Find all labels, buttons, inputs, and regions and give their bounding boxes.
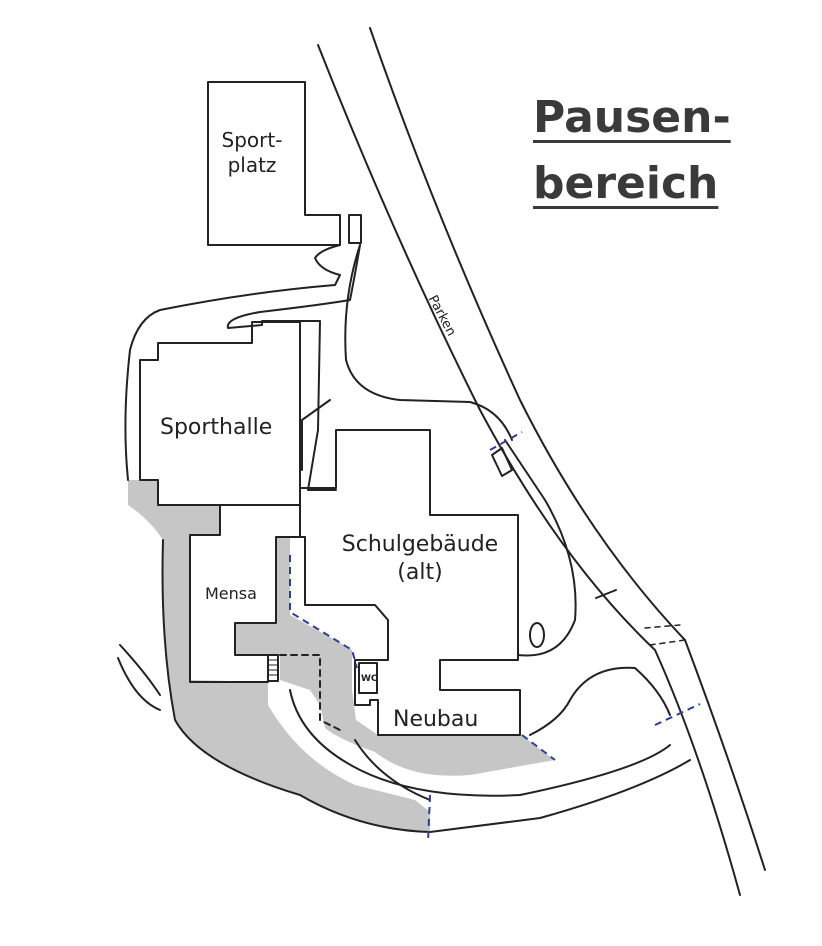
path-center-curve bbox=[344, 244, 513, 441]
neubau-side-curve bbox=[504, 439, 577, 657]
parking-marker bbox=[491, 447, 513, 477]
road-edge-right bbox=[369, 27, 766, 871]
covered-walkway bbox=[279, 654, 341, 731]
mensa-label: Mensa bbox=[205, 584, 257, 603]
neubau-label: Neubau bbox=[393, 707, 479, 732]
stair-lines bbox=[267, 659, 279, 676]
drive-loop bbox=[354, 739, 431, 801]
sportplatz-label-line-1: Sport- bbox=[221, 128, 283, 152]
round-planter bbox=[529, 622, 545, 648]
stairs bbox=[267, 654, 279, 682]
schulgebaeude-label: Schulgebäude (alt) bbox=[340, 531, 500, 586]
schulgebaeude-label-line-2: (alt) bbox=[397, 559, 443, 585]
path-southwest-edge bbox=[161, 539, 691, 833]
road-edge-left bbox=[317, 44, 741, 896]
path-left-arc bbox=[119, 644, 161, 696]
path-south-inner bbox=[289, 689, 671, 797]
sportplatz-small-shed bbox=[348, 214, 362, 244]
sportplatz-label: Sport- platz bbox=[212, 128, 292, 178]
path-upper-inner bbox=[226, 244, 361, 491]
sportplatz-label-line-2: platz bbox=[227, 153, 277, 177]
sporthalle-outline bbox=[139, 321, 301, 506]
school-complex-outline bbox=[189, 429, 521, 736]
schulgebaeude-label-line-1: Schulgebäude bbox=[341, 532, 499, 557]
east-exit-dashed bbox=[644, 624, 686, 646]
drive-loop-east bbox=[529, 666, 671, 736]
break-area-shading bbox=[128, 480, 555, 832]
path-upper-loop bbox=[124, 244, 341, 481]
map-title-line-2: bereich bbox=[533, 158, 719, 209]
map-title-line-1: Pausen- bbox=[533, 92, 731, 143]
path-left-arc-2 bbox=[117, 657, 161, 711]
break-area-boundary bbox=[289, 431, 701, 843]
parking-bay bbox=[595, 589, 617, 599]
sportplatz-outline bbox=[207, 81, 341, 246]
path-sporthalle-left bbox=[301, 399, 331, 471]
wc-label: WC bbox=[361, 674, 378, 684]
sporthalle-label: Sporthalle bbox=[160, 415, 273, 440]
wc-box bbox=[358, 662, 378, 694]
